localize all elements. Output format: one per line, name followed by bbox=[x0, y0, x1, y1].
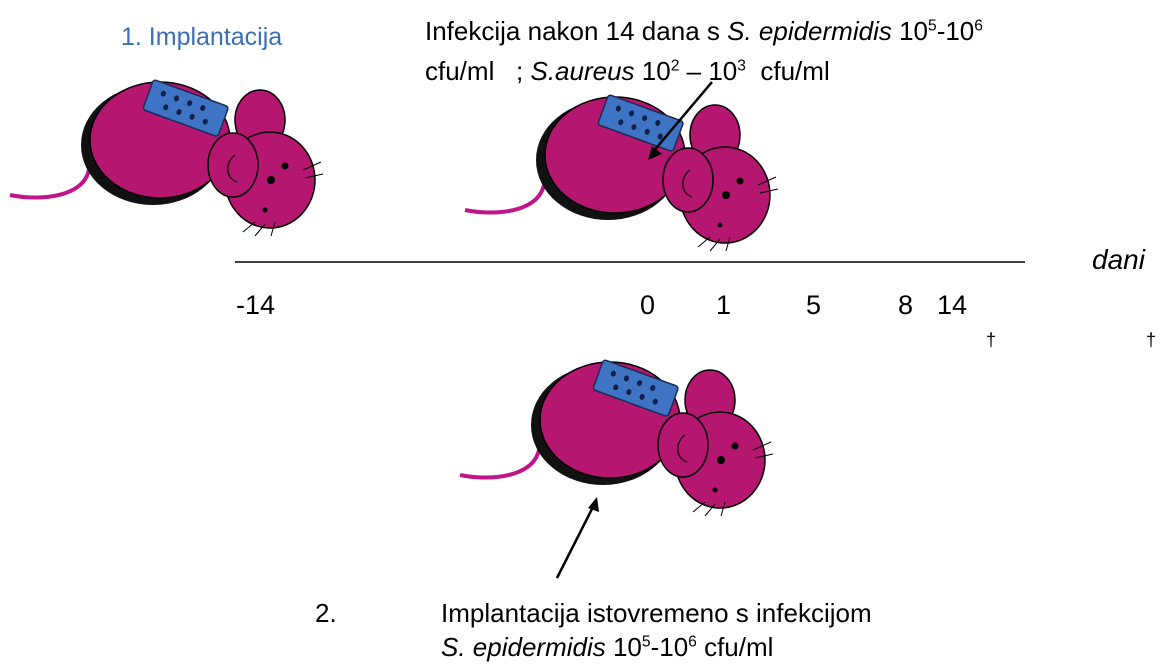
dose-exp: 6 bbox=[974, 17, 983, 35]
unit: cfu/ml bbox=[425, 56, 495, 86]
step2-line2: S. epidermidis 105-106 cfu/ml bbox=[441, 632, 773, 663]
tick-label: 1 bbox=[716, 290, 732, 320]
unit: cfu/ml bbox=[704, 632, 774, 662]
dose-base: 10 bbox=[899, 16, 928, 46]
dose-exp: 6 bbox=[688, 633, 697, 651]
dose-exp: 5 bbox=[928, 17, 937, 35]
dose-base: 10 bbox=[612, 632, 642, 662]
infection-text-line1: Infekcija nakon 14 dana s S. epidermidis… bbox=[425, 16, 983, 47]
dose-mid: – 10 bbox=[679, 56, 738, 86]
dose-exp: 5 bbox=[641, 633, 651, 651]
dose-exp: 2 bbox=[670, 57, 680, 75]
step2-line1: Implantacija istovremeno s infekcijom bbox=[441, 598, 872, 628]
tick-label: 8 bbox=[898, 290, 914, 320]
axis-label: dani bbox=[1092, 244, 1145, 275]
tick-label: 5 bbox=[806, 290, 822, 320]
arrow-icon bbox=[651, 81, 713, 154]
dose-mid: -10 bbox=[936, 16, 975, 46]
dose-base: 10 bbox=[641, 56, 671, 86]
mouse-icon bbox=[458, 357, 775, 518]
infection-species-1: S. epidermidis bbox=[727, 16, 892, 46]
infection-prefix: Infekcija nakon 14 dana s bbox=[425, 16, 728, 46]
step2-number: 2. bbox=[315, 598, 337, 628]
infection-text-line2: cfu/ml ; S.aureus 102 – 103 cfu/ml bbox=[425, 56, 830, 87]
dagger-marker: † bbox=[986, 330, 997, 350]
dagger-marker: † bbox=[1146, 330, 1157, 350]
infection-species-2: S.aureus bbox=[530, 56, 635, 86]
arrow-icon bbox=[555, 504, 596, 579]
tick-label: 0 bbox=[640, 290, 656, 320]
step2-species: S. epidermidis bbox=[441, 632, 606, 662]
tick-label: 14 bbox=[937, 290, 968, 320]
dose-exp: 3 bbox=[737, 57, 746, 75]
unit: cfu/ml bbox=[760, 56, 830, 86]
mouse-icon bbox=[463, 92, 780, 253]
mouse-icon bbox=[8, 77, 325, 238]
dose-mid: -10 bbox=[650, 632, 689, 662]
step1-label: 1. Implantacija bbox=[121, 23, 283, 51]
separator: ; bbox=[516, 56, 524, 86]
tick-label: -14 bbox=[236, 290, 276, 320]
